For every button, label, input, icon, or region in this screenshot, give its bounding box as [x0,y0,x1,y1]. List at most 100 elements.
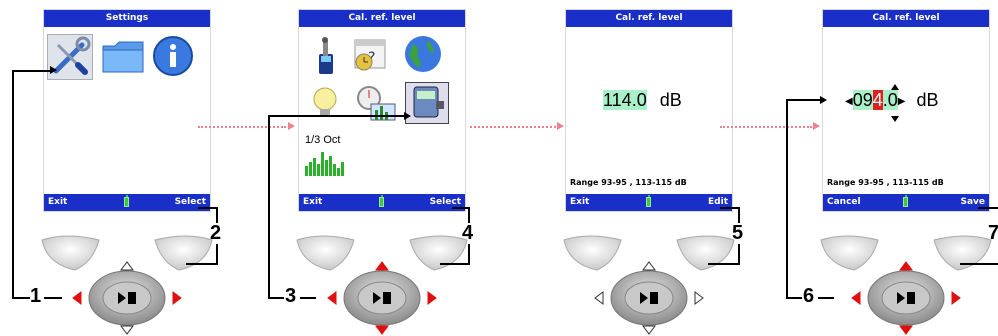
callout-7: 7 [988,222,998,244]
left-softkey-button[interactable] [563,235,622,271]
microphone-meter-icon[interactable] [305,36,345,76]
left-arrow-button[interactable] [851,291,861,305]
stop-icon [128,292,136,304]
right-arrow-button[interactable] [172,291,182,305]
callout-line [960,263,998,265]
callout-6: 6 [803,285,815,307]
callout-line [708,263,740,265]
play-stop-button[interactable] [102,281,152,315]
screen-title: Cal. ref. level [299,10,465,27]
battery-icon [903,195,908,207]
callout-line [268,115,270,298]
callout-line [738,244,740,264]
up-arrow-button[interactable] [120,261,134,271]
screen-title: Settings [44,10,210,27]
right-arrow-button[interactable] [694,291,704,305]
globe-icon[interactable] [403,34,443,74]
callout-line [186,263,218,265]
callout-line [738,207,740,223]
screen-title: Cal. ref. level [566,10,732,27]
callout-line [818,297,834,299]
wrench-screwdriver-icon[interactable] [47,34,93,80]
down-arrow-button[interactable] [120,325,134,335]
right-softkey-button[interactable] [933,235,992,271]
softkey-bar: Exit Select [44,194,210,211]
softkey-right-label: Select [174,197,206,207]
left-arrow-icon: ◀ [845,95,853,107]
cal-level-value: 114.0 [603,90,647,110]
calendar-clock-icon[interactable]: ? [352,34,392,74]
callout-5: 5 [732,222,744,244]
left-softkey-button[interactable] [296,235,355,271]
flow-arrowhead-1 [288,122,295,130]
callout-line [440,263,470,265]
stop-icon [383,292,391,304]
flow-arrowhead-3 [813,122,820,130]
right-softkey-button[interactable] [676,235,735,271]
octave-spectrum-icon[interactable] [305,150,347,176]
callout-line [216,207,218,223]
callout-line [452,207,470,209]
play-icon [640,292,648,304]
right-arrow-button[interactable] [427,291,437,305]
flow-arrow-2 [470,126,556,128]
screen-cal-value: Cal. ref. level 114.0 dB Range 93-95 , 1… [565,9,733,212]
down-arrow-button[interactable] [899,325,913,335]
cal-level-editor[interactable]: ◀094.0▶ dB [845,90,939,111]
screen-cal-menu: Cal. ref. level ? 1/3 Oct Exit Select [298,9,466,212]
right-arrow-icon: ▶ [897,95,906,107]
calibrator-icon[interactable] [405,82,449,124]
up-arrow-icon [891,84,899,90]
callout-line [786,99,788,298]
flow-arrow-1 [198,126,286,128]
up-arrow-button[interactable] [642,261,656,271]
softkey-left-label: Exit [48,197,68,207]
stop-icon [650,292,658,304]
cal-level-active-digit[interactable]: 4 [872,90,883,110]
callout-line [468,207,470,223]
callout-line [198,207,218,209]
play-stop-button[interactable] [357,281,407,315]
light-bulb-icon[interactable] [307,84,347,124]
left-arrow-button[interactable] [594,291,604,305]
play-stop-button[interactable] [624,281,674,315]
softkey-left-label: Exit [570,197,590,207]
softkey-left-label: Cancel [827,197,861,207]
callout-4: 4 [462,222,474,244]
flow-arrow-3 [720,126,812,128]
right-softkey-button[interactable] [154,235,213,271]
flow-arrowhead-2 [557,122,564,130]
battery-icon [124,195,129,207]
softkey-bar: Cancel Save [823,194,989,211]
softkey-bar: Exit Select [299,194,465,211]
left-arrow-button[interactable] [72,291,82,305]
screen-settings: Settings Exit Select [43,9,211,212]
play-icon [897,292,905,304]
info-icon[interactable] [152,35,194,77]
down-arrow-button[interactable] [642,325,656,335]
callout-arrowhead [404,112,411,120]
right-arrow-button[interactable] [951,291,961,305]
softkey-right-label: Edit [708,197,728,207]
play-stop-button[interactable] [881,281,931,315]
battery-icon [646,195,651,207]
svg-text:?: ? [368,50,375,66]
screen-title: Cal. ref. level [823,10,989,27]
left-arrow-button[interactable] [327,291,337,305]
callout-line [978,207,998,209]
up-arrow-button[interactable] [899,261,913,271]
right-softkey-button[interactable] [409,235,468,271]
left-softkey-button[interactable] [820,235,879,271]
cal-level-digits-before: 09 [852,90,873,110]
callout-line [216,244,218,264]
callout-3: 3 [285,285,297,307]
down-arrow-button[interactable] [375,325,389,335]
callout-arrowhead [50,66,57,74]
screen-cal-edit: Cal. ref. level ◀094.0▶ dB Range 93-95 ,… [822,9,990,212]
left-softkey-button[interactable] [41,235,100,271]
down-arrow-icon [891,116,899,122]
folder-icon[interactable] [101,38,145,74]
callout-arrowhead [820,96,827,104]
up-arrow-button[interactable] [375,261,389,271]
